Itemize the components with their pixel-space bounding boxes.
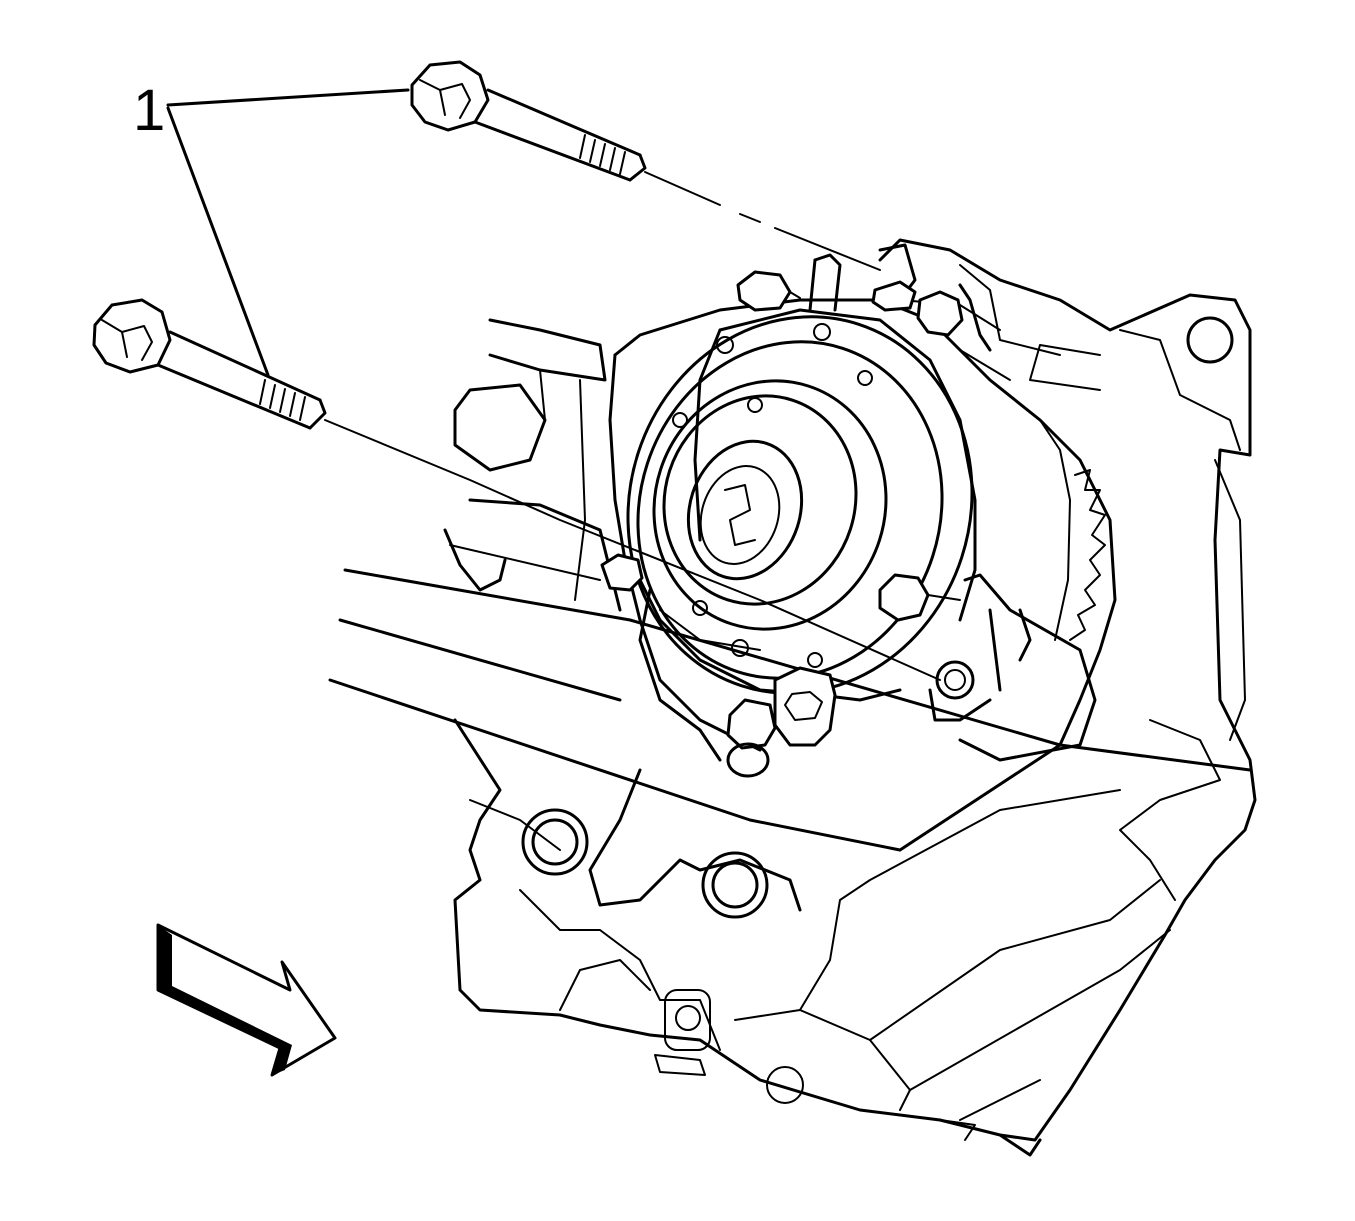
engine-block [328, 238, 1257, 1157]
removed-bolt-upper [410, 60, 647, 182]
callout-1: 1 [133, 78, 410, 377]
oil-pump-assembly [608, 243, 1117, 762]
removed-bolt-lower [92, 298, 327, 430]
installed-bolts [600, 270, 964, 778]
callout-label: 1 [133, 78, 165, 143]
alignment-lines [324, 171, 941, 681]
view-direction-arrow-icon [156, 923, 337, 1077]
